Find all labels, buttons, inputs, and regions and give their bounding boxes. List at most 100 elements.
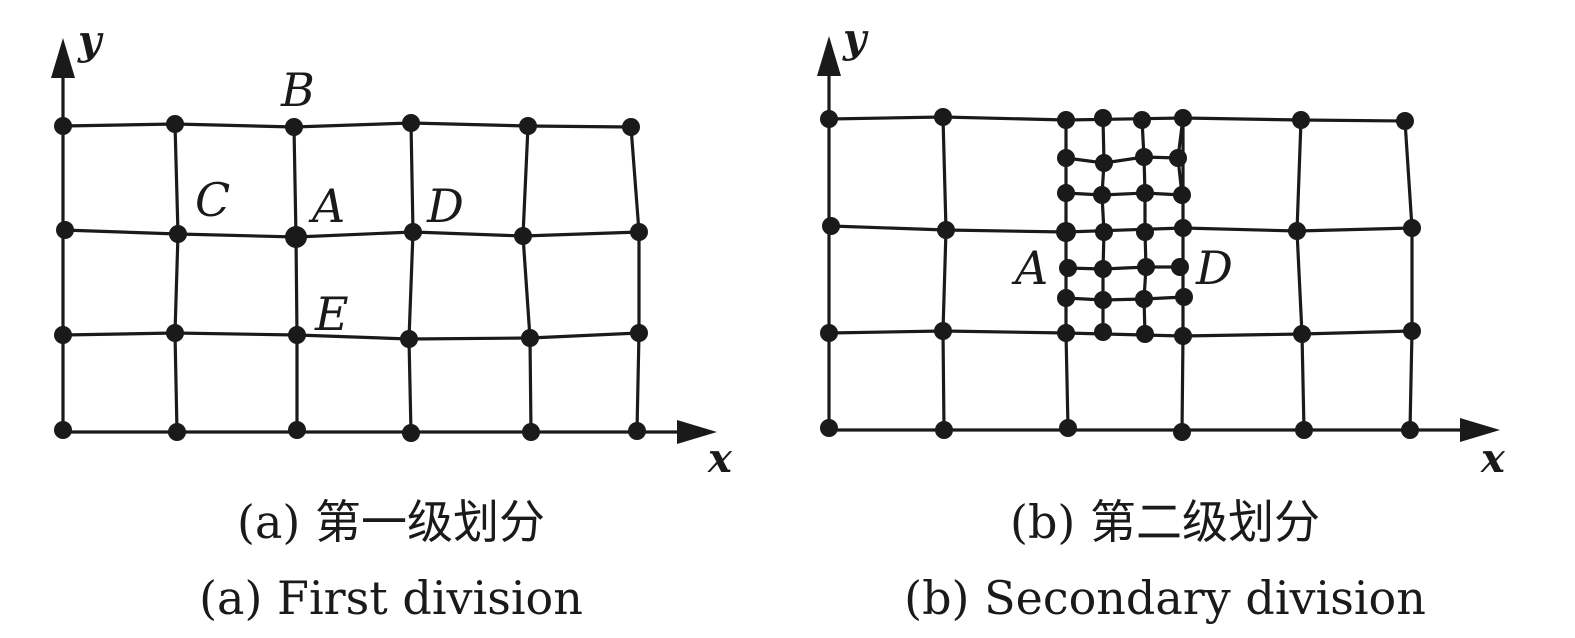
panel-a-grid-col-6 (629, 125, 641, 433)
panel-a-node (622, 118, 640, 136)
panel-b-node (1059, 419, 1077, 437)
panel-b: y x (817, 15, 1506, 625)
panel-a-node (56, 221, 74, 239)
panel-b-grid-col-3 (1064, 118, 1070, 430)
panel-a-caption-cn: (a) 第一级划分 (237, 495, 545, 549)
panel-b-node (1401, 421, 1419, 439)
panel-b-node (1094, 323, 1112, 341)
panel-b-caption-cn: (b) 第二级划分 (1010, 495, 1320, 549)
panel-b-grid-row-2 (829, 224, 1414, 234)
panel-a-label-a: A (308, 179, 345, 233)
panel-a-node (54, 326, 72, 344)
panel-b-node-a (1059, 259, 1077, 277)
panel-b-node (1095, 154, 1113, 172)
panel-b-node (820, 110, 838, 128)
panel-b-grid-row-1 (827, 115, 1407, 123)
panel-b-node (1057, 149, 1075, 167)
panel-a-nodes (54, 114, 648, 442)
panel-b-node (1135, 290, 1153, 308)
panel-b-node (1169, 149, 1187, 167)
panel-a-node (402, 424, 420, 442)
panel-b-node (1135, 148, 1153, 166)
panel-b-node (1057, 111, 1075, 129)
panel-b-node (1174, 219, 1192, 237)
panel-a-label-c: C (195, 173, 230, 227)
panel-b-node (934, 108, 952, 126)
panel-b-node (1057, 289, 1075, 307)
panel-b-label-a: A (1011, 241, 1048, 295)
panel-b-grid-col-2 (941, 115, 948, 432)
panel-b-node (1293, 325, 1311, 343)
panel-b-node (934, 322, 952, 340)
panel-a-node (521, 329, 539, 347)
panel-b-node (1056, 222, 1076, 242)
panel-b-node (1295, 421, 1313, 439)
panel-a: y x (51, 17, 733, 625)
panel-a-node (288, 421, 306, 439)
panel-a-node (630, 223, 648, 241)
panel-b-caption-en: (b) Secondary division (904, 571, 1426, 625)
panel-a-node (166, 324, 184, 342)
panel-a-node (400, 330, 418, 348)
panel-a-node-a (285, 226, 307, 248)
panel-b-node (1175, 288, 1193, 306)
panel-a-node-d (404, 223, 422, 241)
panel-a-node (168, 423, 186, 441)
panel-b-node (1288, 222, 1306, 240)
panel-b-fine-row (1064, 155, 1180, 165)
panel-b-fine-row (1066, 265, 1182, 271)
panel-a-node (54, 117, 72, 135)
panel-a-label-e: E (314, 287, 349, 341)
panel-b-node (1057, 324, 1075, 342)
panel-b-node-d (1171, 258, 1189, 276)
panel-a-node (519, 117, 537, 135)
panel-b-node (820, 419, 838, 437)
panel-b-grid-col-4 (1180, 116, 1185, 434)
panel-b-node (1136, 325, 1154, 343)
panel-a-y-label: y (77, 17, 104, 64)
panel-a-label-d: D (426, 179, 464, 233)
panel-b-node (820, 324, 838, 342)
panel-a-node (630, 324, 648, 342)
panel-a-grid-col-4 (407, 121, 415, 435)
panel-b-grid-col-5 (1295, 118, 1306, 432)
panel-a-node (402, 114, 420, 132)
panel-a-node (166, 115, 184, 133)
panel-a-grid-row-1 (61, 121, 633, 129)
panel-a-x-arrow (677, 420, 717, 444)
panel-b-fine-row (1064, 191, 1184, 197)
panel-b-y-label: y (842, 15, 869, 62)
panel-a-x-label: x (707, 435, 733, 482)
panel-a-node (628, 422, 646, 440)
panel-b-node (1173, 423, 1191, 441)
panel-a-caption-en: (a) First division (199, 571, 583, 625)
panel-b-node (1403, 219, 1421, 237)
panel-b-node (1396, 112, 1414, 130)
panel-b-node (1136, 223, 1154, 241)
panel-b-node (1292, 111, 1310, 129)
panel-a-grid-row-2 (61, 228, 641, 239)
panel-b-node (937, 221, 955, 239)
panel-b-grid-row-3 (827, 329, 1414, 338)
panel-b-node (1137, 258, 1155, 276)
panel-b-fine-row (1064, 295, 1186, 302)
panel-b-node (822, 217, 840, 235)
panel-a-node (522, 423, 540, 441)
panel-a-node (54, 421, 72, 439)
panel-a-node (514, 227, 532, 245)
panel-a-node-b (285, 118, 303, 136)
panel-b-node (1136, 184, 1154, 202)
panel-b-x-label: x (1480, 435, 1506, 482)
panel-b-node (1094, 109, 1112, 127)
panel-b-grid-col-6 (1403, 119, 1414, 432)
panel-a-grid-col-3 (292, 125, 299, 432)
panel-a-node-c (169, 225, 187, 243)
panel-b-node (1403, 322, 1421, 340)
panel-b-node (1095, 223, 1113, 241)
panel-b-y-arrow (817, 36, 841, 76)
panel-b-node (1173, 186, 1191, 204)
panel-b-refined-grid (1064, 116, 1186, 336)
panel-a-y-arrow (51, 38, 75, 78)
panel-b-nodes (820, 108, 1421, 441)
